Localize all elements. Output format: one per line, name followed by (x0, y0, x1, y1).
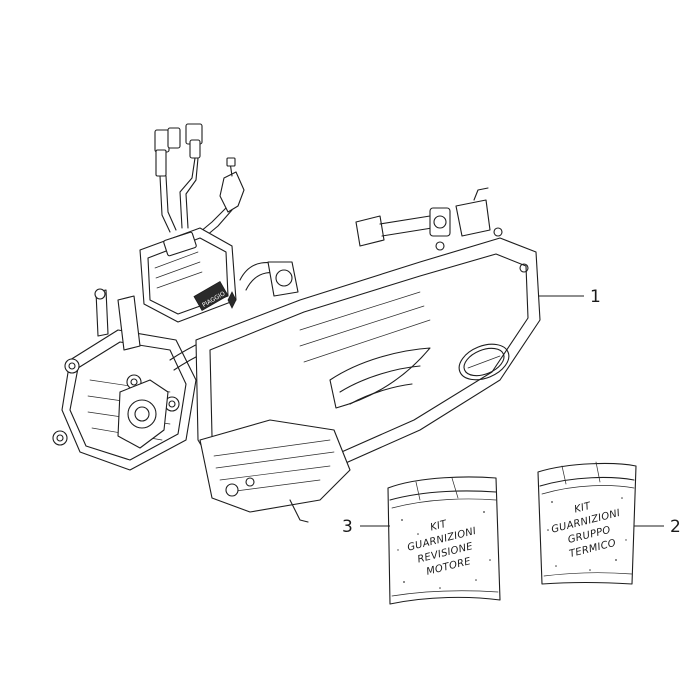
callout-number-3: 3 (342, 517, 353, 537)
callout-number-2: 2 (670, 517, 681, 537)
drive-shaft (355, 187, 491, 247)
gasket-kit-thermal-bag[interactable]: KIT GUARNIZIONI GRUPPO TERMICO (537, 461, 637, 585)
bag-right-line-1: KIT (573, 501, 592, 516)
cylinder-head (52, 288, 197, 471)
callout-number-1: 1 (590, 287, 601, 307)
bag-left-line-1: KIT (429, 519, 448, 534)
wiring-connectors (154, 123, 245, 237)
callout-3[interactable]: 3 (342, 517, 390, 537)
bag-speckles (397, 511, 491, 589)
gasket-kit-engine-bag[interactable]: KIT GUARNIZIONI REVISIONE MOTORE (387, 476, 501, 605)
ecu-module: PIAGGIO (139, 227, 237, 323)
engine-assembly[interactable]: PIAGGIO (52, 123, 541, 523)
callout-2[interactable]: 2 (634, 517, 681, 537)
callout-1[interactable]: 1 (538, 287, 601, 307)
crankcase-sump (199, 419, 351, 523)
bag-speckles-right (547, 497, 627, 571)
